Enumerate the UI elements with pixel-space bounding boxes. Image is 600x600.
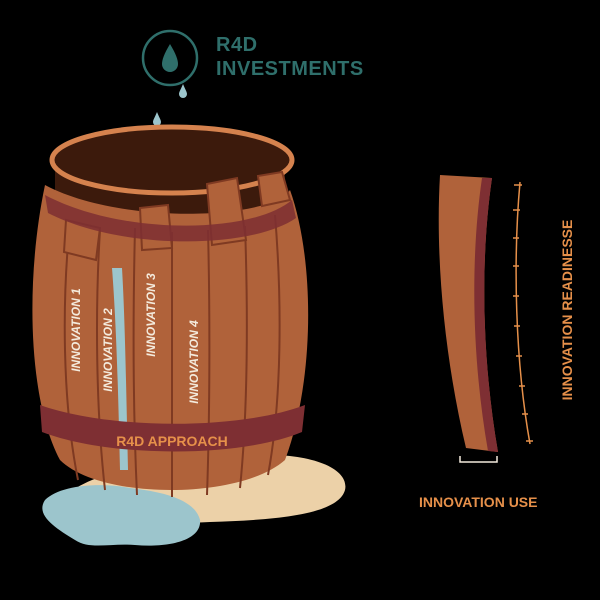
title-line-2: INVESTMENTS bbox=[216, 58, 364, 80]
readiness-axis bbox=[513, 181, 533, 445]
stave-label-3: INNOVATION 3 bbox=[144, 273, 158, 357]
single-stave bbox=[438, 175, 498, 452]
stave-label-4: INNOVATION 4 bbox=[187, 320, 201, 404]
barrel-body bbox=[32, 170, 309, 497]
stave-label-1: INNOVATION 1 bbox=[69, 288, 83, 372]
water-drop-icon bbox=[141, 29, 199, 87]
title-line-1: R4D bbox=[216, 34, 258, 56]
stave-label-2: INNOVATION 2 bbox=[101, 308, 115, 392]
innovation-use-label: INNOVATION USE bbox=[419, 494, 538, 510]
innovation-readiness-label: INNOVATION READINESSE bbox=[559, 219, 575, 401]
band-label: R4D APPROACH bbox=[116, 433, 228, 449]
use-bracket bbox=[459, 456, 498, 463]
